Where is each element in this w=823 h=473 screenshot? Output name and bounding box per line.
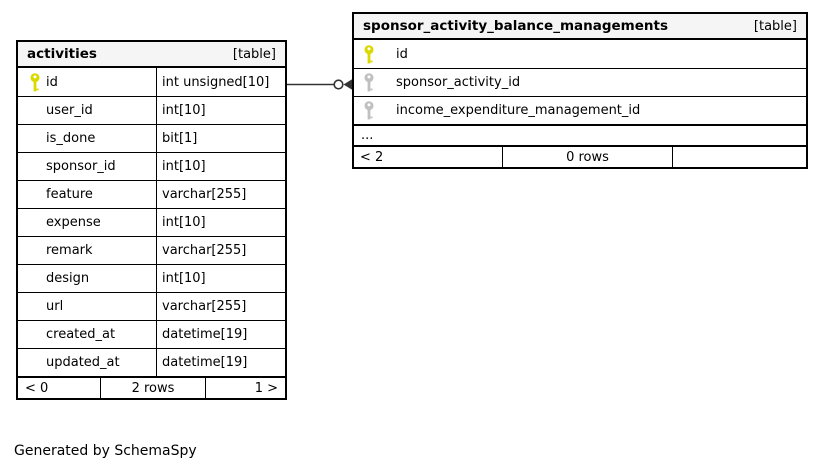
column-name: feature — [46, 187, 93, 202]
column-type: int[10] — [162, 271, 206, 286]
footer-row-count: 2 rows — [100, 378, 205, 398]
column-name: id — [46, 74, 58, 90]
footer-parents-count: 1 > — [205, 378, 285, 398]
table-row: feature varchar[255] — [18, 180, 285, 208]
column-name: user_id — [46, 103, 93, 118]
column-type: datetime[19] — [162, 355, 248, 370]
table-name[interactable]: activities — [27, 46, 97, 62]
activities-header[interactable]: activities [table] — [18, 42, 285, 68]
sabm-columns: id sponsor_activity_id income_expenditur… — [354, 40, 806, 124]
table-row: created_at datetime[19] — [18, 320, 285, 348]
table-row: remark varchar[255] — [18, 236, 285, 264]
activities-footer: < 0 2 rows 1 > — [18, 376, 285, 398]
footer-row-count: 0 rows — [502, 147, 672, 167]
column-name: sponsor_id — [46, 159, 116, 174]
column-name: updated_at — [46, 355, 120, 370]
table-type-label: [table] — [232, 46, 276, 62]
sabm-footer: < 2 0 rows — [354, 145, 806, 167]
column-type: int unsigned[10] — [162, 74, 270, 90]
foreign-key-icon — [364, 101, 374, 120]
table-row: is_done bit[1] — [18, 124, 285, 152]
column-type: varchar[255] — [162, 299, 247, 314]
column-name: id — [396, 46, 408, 62]
footer-children-count: < 2 — [360, 149, 384, 165]
column-name: url — [46, 299, 64, 314]
activities-columns: id int unsigned[10] user_id int[10] is_d… — [18, 68, 285, 376]
table-row: id int unsigned[10] — [18, 68, 285, 96]
table-row: sponsor_id int[10] — [18, 152, 285, 180]
column-name: income_expenditure_management_id — [396, 103, 641, 118]
hidden-columns-ellipsis: ... — [354, 124, 806, 145]
column-type: int[10] — [162, 103, 206, 118]
column-name: expense — [46, 215, 101, 230]
column-name: remark — [46, 243, 93, 258]
table-row: user_id int[10] — [18, 96, 285, 124]
primary-key-icon — [364, 45, 374, 64]
table-row: expense int[10] — [18, 208, 285, 236]
table-type-label: [table] — [753, 18, 797, 34]
table-row: updated_at datetime[19] — [18, 348, 285, 376]
column-name: is_done — [46, 131, 96, 146]
table-row: income_expenditure_management_id — [354, 96, 806, 124]
column-type: datetime[19] — [162, 327, 248, 342]
column-type: int[10] — [162, 215, 206, 230]
sabm-header[interactable]: sponsor_activity_balance_managements [ta… — [354, 14, 806, 40]
table-row: design int[10] — [18, 264, 285, 292]
footer-children-count: < 0 — [25, 380, 49, 396]
column-type: bit[1] — [162, 131, 198, 146]
entity-activities: activities [table] id int unsigned[10] u… — [16, 40, 287, 400]
zero-or-one-circle-icon — [333, 79, 344, 90]
column-name: created_at — [46, 327, 116, 342]
column-name: design — [46, 271, 90, 286]
entity-sponsor-activity-balance-managements: sponsor_activity_balance_managements [ta… — [352, 12, 808, 169]
table-row: id — [354, 40, 806, 68]
column-name: sponsor_activity_id — [396, 75, 521, 90]
column-type: varchar[255] — [162, 243, 247, 258]
footer-parents-count — [672, 147, 806, 167]
foreign-key-icon — [364, 73, 374, 92]
table-row: sponsor_activity_id — [354, 68, 806, 96]
primary-key-icon — [30, 73, 40, 92]
generated-by-note: Generated by SchemaSpy — [14, 443, 197, 459]
column-type: int[10] — [162, 159, 206, 174]
table-row: url varchar[255] — [18, 292, 285, 320]
table-name[interactable]: sponsor_activity_balance_managements — [363, 18, 668, 34]
column-type: varchar[255] — [162, 187, 247, 202]
